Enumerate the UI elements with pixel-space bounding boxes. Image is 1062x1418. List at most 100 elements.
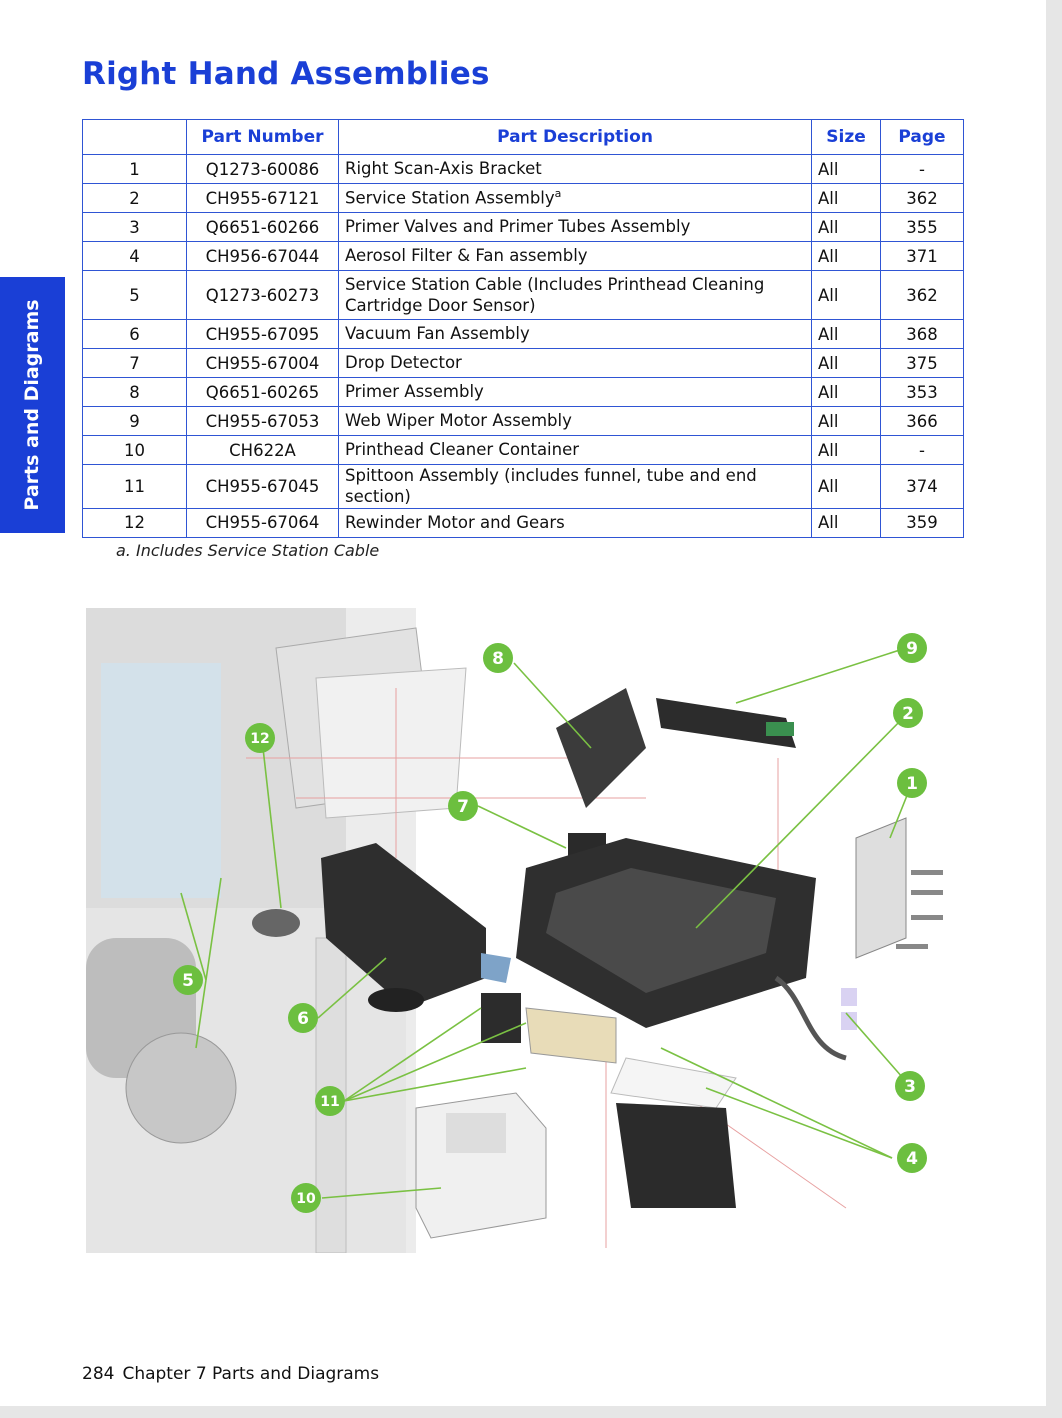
callout-9[interactable]: 9: [897, 633, 927, 663]
svg-text:12: 12: [250, 731, 269, 747]
callout-10[interactable]: 10: [291, 1183, 321, 1213]
page-ref: 375: [880, 348, 964, 378]
part-number: CH956-67044: [186, 241, 339, 271]
row-index: 1: [82, 154, 187, 184]
page-edge-bottom: [0, 1406, 1062, 1418]
svg-text:7: 7: [457, 797, 469, 817]
part-description: Web Wiper Motor Assembly: [338, 406, 812, 436]
row-index: 5: [82, 270, 187, 320]
svg-text:11: 11: [320, 1094, 339, 1110]
callouts: 1 2 3 4 5 6 7 8 9 10 11 12: [173, 633, 927, 1213]
page-ref: 374: [880, 464, 964, 509]
callout-3[interactable]: 3: [895, 1071, 925, 1101]
part-size: All: [811, 406, 881, 436]
page-ref: 359: [880, 507, 964, 538]
callout-2[interactable]: 2: [893, 698, 923, 728]
part-description: Drop Detector: [338, 348, 812, 378]
svg-text:1: 1: [906, 774, 918, 794]
part-size: All: [811, 241, 881, 271]
table-footnote: a. Includes Service Station Cable: [116, 541, 380, 560]
callout-leaders: [180, 647, 913, 1199]
page-footer: 284 Chapter 7 Parts and Diagrams: [82, 1364, 379, 1384]
part-description: Printhead Cleaner Container: [338, 435, 812, 465]
part-description: Service Station Assembly: [345, 188, 555, 208]
part-description: Primer Valves and Primer Tubes Assembly: [338, 212, 812, 242]
part-size: All: [811, 377, 881, 407]
svg-text:10: 10: [296, 1191, 316, 1207]
chapter-title: Chapter 7 Parts and Diagrams: [122, 1364, 380, 1384]
page-ref: 353: [880, 377, 964, 407]
part-description: Rewinder Motor and Gears: [338, 507, 812, 538]
part-size: All: [811, 348, 881, 378]
svg-text:2: 2: [902, 704, 914, 724]
row-index: 9: [82, 406, 187, 436]
table-row: 2 CH955-67121 Service Station Assemblya …: [82, 183, 964, 213]
callout-6[interactable]: 6: [288, 1003, 318, 1033]
part-description: Right Scan-Axis Bracket: [338, 154, 812, 184]
table-row: 10 CH622A Printhead Cleaner Container Al…: [82, 435, 964, 465]
part-number: Q6651-60266: [186, 212, 339, 242]
row-index: 8: [82, 377, 187, 407]
row-index: 11: [82, 464, 187, 509]
part-size: All: [811, 464, 881, 509]
page-title: Right Hand Assemblies: [82, 56, 490, 92]
part-number: Q1273-60273: [186, 270, 339, 320]
callout-4[interactable]: 4: [897, 1143, 927, 1173]
page-ref: 368: [880, 319, 964, 349]
callout-11[interactable]: 11: [315, 1086, 345, 1116]
part-description: Service Station Cable (Includes Printhea…: [338, 270, 812, 320]
table-row: 11 CH955-67045 Spittoon Assembly (includ…: [82, 464, 964, 509]
part-description: Primer Assembly: [338, 377, 812, 407]
table-row: 1 Q1273-60086 Right Scan-Axis Bracket Al…: [82, 154, 964, 184]
callout-1[interactable]: 1: [897, 768, 927, 798]
part-number: CH955-67121: [186, 183, 339, 213]
svg-text:4: 4: [906, 1149, 918, 1169]
page-number: 284: [82, 1364, 115, 1384]
parts: [252, 688, 943, 1239]
parts-table: Part Number Part Description Size Page 1…: [82, 119, 964, 538]
diagram-svg: 1 2 3 4 5 6 7 8 9 10 11 12: [86, 608, 943, 1253]
part-number: CH955-67064: [186, 507, 339, 538]
side-tab[interactable]: Parts and Diagrams: [0, 277, 65, 533]
row-index: 2: [82, 183, 187, 213]
page-ref: 362: [880, 183, 964, 213]
part-size: All: [811, 212, 881, 242]
side-tab-label: Parts and Diagrams: [21, 299, 43, 511]
header-part-number: Part Number: [186, 119, 339, 155]
callout-5[interactable]: 5: [173, 965, 203, 995]
header-page: Page: [880, 119, 964, 155]
part-number: Q6651-60265: [186, 377, 339, 407]
part-number: CH955-67053: [186, 406, 339, 436]
table-row: 9 CH955-67053 Web Wiper Motor Assembly A…: [82, 406, 964, 436]
table-row: 8 Q6651-60265 Primer Assembly All 353: [82, 377, 964, 407]
table-row: 3 Q6651-60266 Primer Valves and Primer T…: [82, 212, 964, 242]
page-ref: 362: [880, 270, 964, 320]
row-index: 7: [82, 348, 187, 378]
part-number: CH622A: [186, 435, 339, 465]
callout-7[interactable]: 7: [448, 791, 478, 821]
table-row: 6 CH955-67095 Vacuum Fan Assembly All 36…: [82, 319, 964, 349]
svg-text:6: 6: [297, 1009, 309, 1029]
table-row: 5 Q1273-60273 Service Station Cable (Inc…: [82, 270, 964, 320]
svg-text:5: 5: [182, 971, 194, 991]
page-ref: -: [880, 154, 964, 184]
footnote-marker[interactable]: a: [554, 187, 562, 201]
callout-8[interactable]: 8: [483, 643, 513, 673]
page-edge-right: [1046, 0, 1062, 1418]
header-part-description: Part Description: [338, 119, 812, 155]
part-size: All: [811, 435, 881, 465]
table-row: 12 CH955-67064 Rewinder Motor and Gears …: [82, 507, 964, 538]
svg-text:8: 8: [492, 649, 504, 669]
part-number: CH955-67095: [186, 319, 339, 349]
part-size: All: [811, 270, 881, 320]
header-index: [82, 119, 187, 155]
row-index: 3: [82, 212, 187, 242]
part-number: CH955-67045: [186, 464, 339, 509]
callout-12[interactable]: 12: [245, 723, 275, 753]
part-description: Spittoon Assembly (includes funnel, tube…: [338, 464, 812, 509]
part-size: All: [811, 154, 881, 184]
part-description: Vacuum Fan Assembly: [338, 319, 812, 349]
part-size: All: [811, 183, 881, 213]
header-size: Size: [811, 119, 881, 155]
part-number: CH955-67004: [186, 348, 339, 378]
